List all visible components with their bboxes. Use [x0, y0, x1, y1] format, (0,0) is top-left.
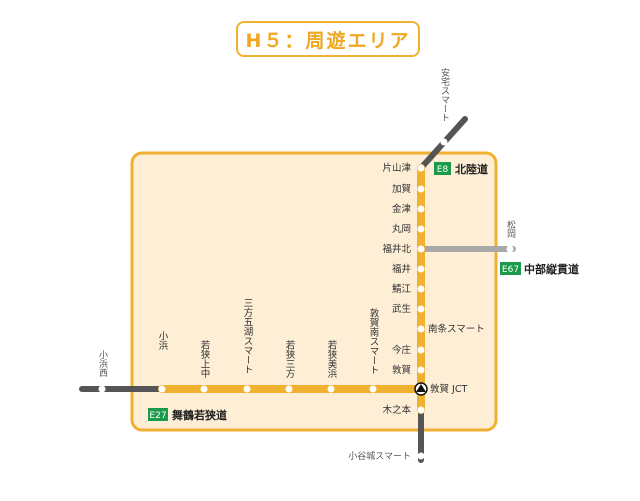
- road-name: 北陸道: [455, 162, 488, 176]
- station-label: 小浜: [157, 331, 169, 351]
- station-label: 丸岡: [392, 223, 411, 235]
- station-label-north: 安宅スマート: [439, 67, 450, 122]
- station-label: 加賀: [392, 183, 411, 195]
- station-label: 若狭三方: [284, 339, 296, 379]
- station-label: 武生: [392, 303, 412, 315]
- station-label: 鯖江: [392, 283, 412, 295]
- station-label: 敦賀: [392, 364, 411, 376]
- station-dot-east[interactable]: [506, 245, 514, 253]
- station-label-south: 小谷城スマート: [348, 451, 411, 462]
- station-label: 若狭美浜: [326, 339, 338, 379]
- tour-area-box: [130, 151, 498, 432]
- road-badge: E8: [437, 165, 449, 175]
- road-badge: E27: [149, 411, 166, 421]
- horizontal-station-dots: [158, 385, 377, 393]
- station-label: 福井北: [382, 243, 411, 255]
- road-name: 舞鶴若狭道: [172, 408, 227, 422]
- road-chubu: E67 中部縦貫道: [500, 262, 579, 276]
- station-dot-west[interactable]: [98, 385, 106, 393]
- road-maizuru: E27 舞鶴若狭道: [148, 408, 227, 422]
- road-name: 中部縦貫道: [524, 262, 579, 276]
- station-label: 片山津: [382, 162, 411, 174]
- station-label-west: 小浜西: [97, 350, 108, 378]
- station-label: 若狭上中: [199, 339, 211, 379]
- station-label: 木之本: [382, 404, 411, 416]
- station-label: 敦賀南スマート: [368, 307, 380, 374]
- station-label-east: 松岡: [505, 219, 516, 239]
- station-label: 今庄: [392, 344, 412, 356]
- station-dot-south[interactable]: [417, 452, 425, 460]
- station-label: 福井: [392, 263, 411, 275]
- station-label: 金津: [392, 203, 412, 215]
- page-title: H５：周遊エリア: [236, 21, 420, 57]
- road-badge: E67: [502, 265, 519, 275]
- station-dot-north[interactable]: [440, 138, 448, 146]
- vertical-station-dots: [417, 164, 425, 414]
- station-label: 三方五湖スマート: [242, 298, 254, 374]
- junction-icon[interactable]: [414, 382, 428, 396]
- station-label-nanjo: 南条スマート: [428, 323, 485, 335]
- road-hokuriku: E8 北陸道: [434, 162, 488, 176]
- junction-label: 敦賀 JCT: [430, 383, 467, 395]
